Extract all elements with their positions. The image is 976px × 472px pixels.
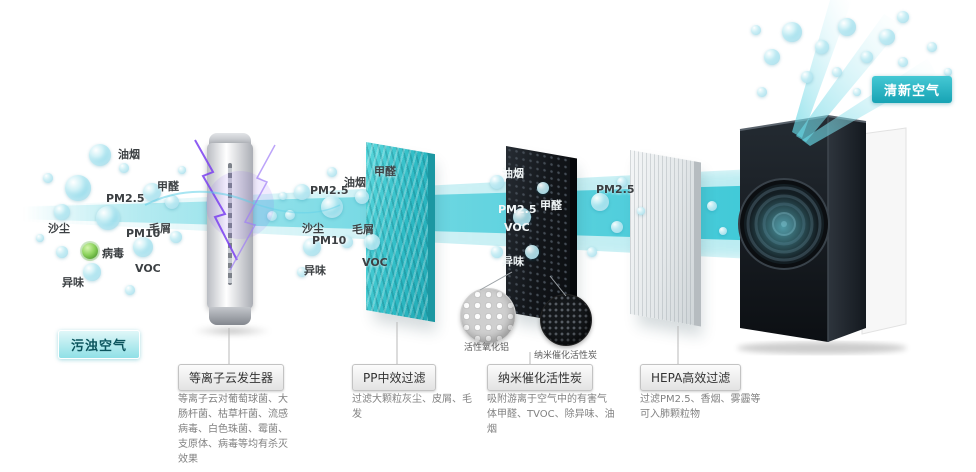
air-bubble-icon: [815, 40, 829, 54]
pollutant-label: VOC: [135, 262, 161, 275]
air-bubble-icon: [83, 263, 101, 281]
purifier-shadow: [737, 342, 907, 354]
pollutant-label: 病毒: [102, 247, 124, 260]
pollutant-label: 异味: [304, 264, 326, 277]
pollutant-label: 甲醛: [157, 180, 179, 193]
air-bubble-icon: [178, 166, 186, 174]
pollutant-label: 油烟: [344, 176, 366, 189]
air-bubble-icon: [782, 22, 802, 42]
air-bubble-icon: [170, 231, 182, 243]
air-bubble-icon: [861, 51, 873, 63]
stage-description-pp: 过滤大颗粒灰尘、皮屑、毛发: [352, 394, 472, 420]
air-bubble-icon: [898, 57, 908, 67]
purifier-side-face: [828, 116, 866, 342]
plasma-generator-device: [207, 133, 253, 325]
fan-beam-glow: [748, 192, 818, 262]
air-bubble-icon: [297, 267, 307, 277]
hepa-filter-edge: [694, 161, 701, 327]
plasma-generator-shadow: [192, 326, 272, 336]
alumina-sample-label: 活性氧化铝: [464, 343, 510, 353]
stage-label-plasma-generator: 等离子云发生器: [178, 364, 285, 391]
air-bubble-icon: [89, 144, 111, 166]
pollutant-label: 异味: [62, 276, 84, 289]
air-bubble-icon: [832, 67, 842, 77]
pollutant-label: 油烟: [118, 148, 140, 161]
air-bubble-icon: [879, 29, 895, 45]
air-bubble-icon: [43, 173, 53, 183]
air-bubble-icon: [751, 25, 761, 35]
pollutant-label: PM10: [126, 227, 161, 240]
air-bubble-icon: [927, 42, 937, 52]
stage-description-hepa: 过滤PM2.5、香烟、雾霾等可入肺颗粒物: [640, 394, 761, 420]
pp-filter-edge: [428, 152, 435, 323]
alumina-sample-image: [460, 288, 516, 344]
air-bubble-icon: [801, 71, 813, 83]
hepa-filter-panel: [630, 150, 701, 327]
stage-label-carbon-filter: 纳米催化活性炭: [487, 364, 594, 391]
stage-description-carbon: 吸附游离于空气中的有害气体甲醛、TVOC、除异味、油烟: [487, 394, 615, 435]
air-bubble-icon: [143, 183, 161, 201]
fresh-air-label: 清新空气: [872, 76, 953, 103]
air-bubble-icon: [36, 234, 44, 242]
air-bubble-icon: [897, 11, 909, 23]
air-bubble-icon: [491, 246, 503, 258]
air-bubble-icon: [838, 18, 856, 36]
backdrop-panel: [861, 127, 907, 335]
air-bubble-icon: [327, 167, 337, 177]
stage-label-hepa-filter: HEPA高效过滤: [640, 364, 742, 391]
plasma-electrode-rod: [228, 163, 232, 285]
air-bubble-icon: [853, 88, 861, 96]
carbon-sample-label: 纳米催化活性炭: [534, 351, 598, 361]
air-bubble-icon: [757, 87, 767, 97]
air-bubble-icon: [119, 163, 129, 173]
virus-particle-icon: [82, 243, 98, 259]
plasma-bottom-cap: [209, 307, 251, 325]
air-bubble-icon: [65, 175, 91, 201]
air-bubble-icon: [56, 246, 68, 258]
dirty-air-label: 污浊空气: [58, 330, 141, 359]
pp-filter-panel: [366, 142, 435, 323]
air-bubble-icon: [303, 238, 321, 256]
stage-description-plasma: 等离子云对葡萄球菌、大肠杆菌、枯草杆菌、流感病毒、白色珠菌、霉菌、支原体、病毒等…: [178, 394, 288, 465]
air-bubble-icon: [764, 49, 780, 65]
air-bubble-icon: [944, 68, 952, 76]
air-bubble-icon: [125, 285, 135, 295]
stage-label-pp-filter: PP中效过滤: [352, 364, 437, 391]
air-bubble-icon: [133, 237, 153, 257]
carbon-sample-image: [540, 294, 592, 346]
